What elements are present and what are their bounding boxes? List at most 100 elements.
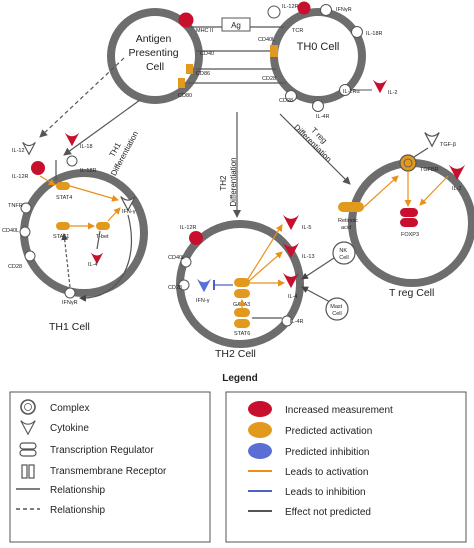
tgfb-label: TGF-β — [440, 142, 456, 148]
th2-cd28-complex — [178, 279, 190, 291]
tcr-label: TCR — [292, 28, 303, 34]
th0-cd40l-label: CD40L — [258, 37, 275, 43]
th1-ifnyr-label: IFNγR — [62, 300, 78, 306]
tgfbr-complex — [399, 154, 417, 172]
th1-tnfr-complex — [20, 202, 32, 214]
legend-left-item-2: Transcription Regulator — [50, 445, 154, 456]
stat4-label: STAT4 — [56, 195, 72, 201]
th0-il2ra-label: IL-2Rα — [343, 89, 360, 95]
th0-il18r-label: IL-18R — [366, 31, 383, 37]
th2-internal-arrows — [213, 224, 338, 319]
mhc2-label: MHC II — [196, 28, 214, 34]
nk-cell: NK Cell — [332, 241, 356, 265]
th2-diff-line-1: TH2 — [219, 175, 228, 191]
th1-il12r-complex — [31, 161, 45, 175]
cd40l-receptor — [270, 45, 278, 57]
retinoic-acid — [338, 202, 364, 212]
gata3-to-il5-arrow — [247, 224, 283, 280]
cd86-label: CD86 — [196, 71, 210, 77]
tbet-to-ifng-arrow — [107, 207, 121, 222]
th1-cd40l-complex — [19, 226, 31, 238]
th1-il18r-complex — [66, 155, 78, 167]
apc-cell: Antigen Presenting Cell — [107, 8, 203, 104]
th1-internal-arrows — [39, 160, 132, 302]
th0-ifnyr-label: IFNγR — [336, 7, 352, 13]
apc-il12-dashed-arrow — [39, 57, 125, 138]
th1-cd28-label: CD28 — [8, 264, 22, 270]
legend-right-item-1: Predicted activation — [285, 426, 372, 437]
gata3-regulator-2 — [234, 289, 250, 298]
nk-to-il4-arrow — [301, 255, 338, 280]
th1-il12r-label: IL-12R — [12, 174, 29, 180]
stat6-label: STAT6 — [234, 331, 250, 337]
legend-complex-icon-inner — [24, 403, 32, 411]
tbet-regulator — [96, 222, 110, 230]
th0-top-complex — [267, 5, 281, 19]
ifnyr-to-stat1-arrow — [61, 233, 71, 288]
stat1-label: STAT1 — [53, 234, 69, 240]
tgfb-cytokine — [424, 131, 440, 147]
apc-th0-links — [187, 26, 286, 84]
legend-box-right — [225, 391, 467, 543]
mast-to-il4-arrow — [301, 286, 331, 303]
th2-cd40l-complex — [180, 256, 192, 268]
stat4-regulator — [56, 182, 70, 190]
th2-diff-label: TH2 Differentiation — [219, 157, 238, 206]
legend-right-item-4: Leads to inhibition — [285, 487, 366, 498]
legend-left-item-0: Complex — [50, 403, 89, 414]
il18-cytokine — [64, 132, 80, 147]
nk-label-line-2: Cell — [339, 255, 348, 261]
treg-internal-arrows — [363, 147, 449, 208]
ifng-feedback-arrow — [79, 214, 132, 302]
th1-ifnyr-complex — [64, 287, 76, 299]
th1-il4-label: IL-4 — [88, 262, 97, 268]
th2-ifng-label: IFN-γ — [196, 298, 210, 304]
il2-to-foxp3-arrow — [419, 175, 449, 206]
foxp3-regulator — [400, 208, 418, 227]
legend-left-item-1: Cytokine — [50, 423, 89, 434]
foxp3-label: FOXP3 — [401, 232, 419, 238]
th0-cd28b-label: CD28 — [279, 98, 293, 104]
retinoic-label: Retinoic acid — [338, 218, 359, 231]
tgfbr-label: TGFBR — [420, 167, 439, 173]
th2-cd40l-label: CD40L — [168, 255, 185, 261]
retinoic-to-tgfbr-arrow — [363, 175, 399, 208]
legend-right-item-5: Effect not predicted — [285, 507, 371, 518]
treg-diff-arrow — [279, 113, 351, 185]
th0-il12r-complex — [297, 1, 311, 15]
treg-diff-label: T reg Differentiation — [292, 116, 340, 164]
legend-left-item-3: Transmembrane Receptor — [50, 466, 167, 477]
stat4-to-ifng-arrow — [69, 185, 119, 202]
tbet-to-il4-link — [96, 230, 101, 250]
mhc2-complex — [178, 12, 194, 28]
legend-left-item-5: Relationship — [50, 505, 105, 516]
th2-il12r-complex — [189, 231, 203, 245]
th0-label: TH0 Cell — [297, 41, 340, 53]
th1-label: TH1 Cell — [49, 321, 90, 333]
legend-box-left — [9, 391, 211, 543]
legend-title: Legend — [222, 373, 258, 384]
th0-ifnyr-complex — [320, 4, 332, 16]
th0-il4r-label: IL-4R — [316, 114, 329, 120]
il12-cytokine — [22, 141, 36, 155]
nk-label-line-1: NK — [339, 248, 347, 254]
gata3-to-il13-arrow — [248, 251, 283, 282]
th1-il18r-label: IL-18R — [80, 168, 97, 174]
th1-ifng-label: IFN-γ — [122, 209, 136, 215]
ag-label: Ag — [231, 21, 241, 30]
th1-diff-label: TH1 Differentiation — [100, 125, 140, 177]
th2-il4r-label: IL-4R — [290, 319, 303, 325]
apc-label-line-3: Cell — [146, 61, 164, 73]
treg-il2-label: IL-2 — [452, 186, 461, 192]
th0-cd28-complex — [285, 90, 297, 102]
il12-label: IL-12 — [12, 148, 25, 154]
nk-label: NK Cell — [339, 248, 348, 261]
stat6-regulator — [234, 308, 250, 317]
mast-label-line-1: Mast — [330, 304, 342, 310]
cd80-label: CD80 — [178, 93, 192, 99]
th2-label: TH2 Cell — [215, 348, 256, 360]
il5-cytokine — [282, 214, 300, 231]
apc-label-line-1: Antigen — [136, 33, 172, 45]
legend-increased-swatch — [248, 401, 272, 417]
